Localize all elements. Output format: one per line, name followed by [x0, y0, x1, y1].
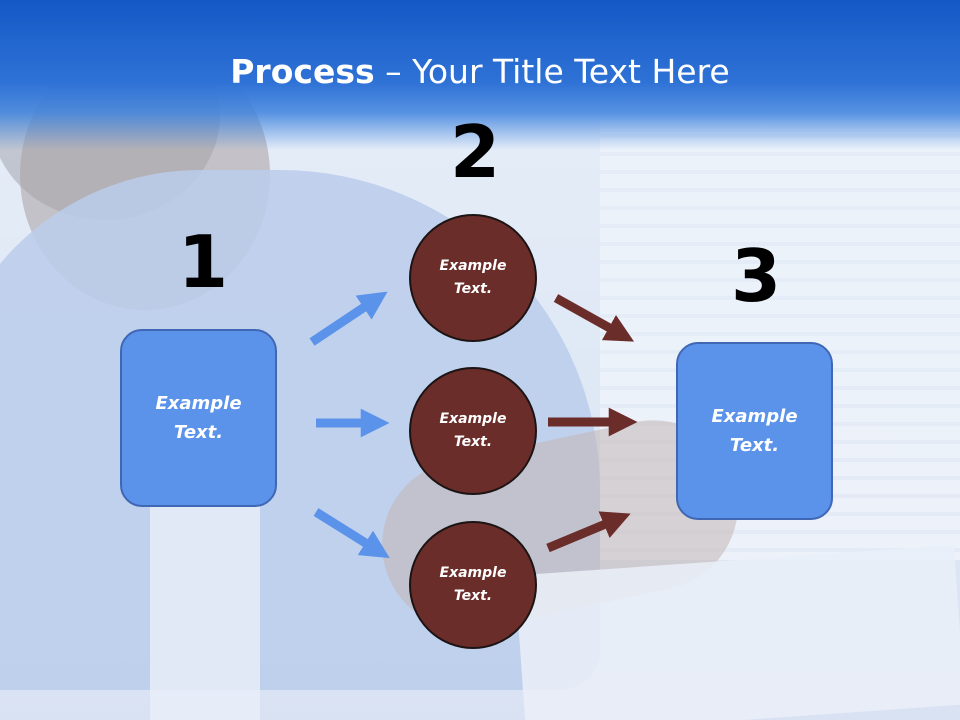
- title-rest: – Your Title Text Here: [374, 52, 730, 91]
- arrow-left-to-bottom-circle: [313, 508, 390, 559]
- title-bold: Process: [230, 52, 375, 91]
- circle-top[interactable]: Example Text.: [409, 214, 537, 342]
- circle-bottom-text: Example Text.: [439, 565, 507, 604]
- left-box[interactable]: Example Text.: [120, 329, 277, 507]
- circle-middle-text: Example Text.: [439, 411, 507, 450]
- circle-bottom[interactable]: Example Text.: [409, 521, 537, 649]
- right-box[interactable]: Example Text.: [676, 342, 833, 520]
- slide-title[interactable]: Process – Your Title Text Here: [0, 52, 960, 91]
- arrow-top-circle-to-right: [553, 294, 635, 342]
- arrow-bottom-circle-to-right: [546, 511, 631, 553]
- circle-middle[interactable]: Example Text.: [409, 367, 537, 495]
- title-bar: [0, 0, 960, 150]
- step-number-1: 1: [178, 220, 229, 304]
- step-number-2: 2: [450, 110, 501, 194]
- right-box-text: Example Text.: [711, 406, 798, 456]
- left-box-text: Example Text.: [155, 393, 242, 443]
- photo-microscope: [150, 470, 260, 720]
- circle-top-text: Example Text.: [439, 258, 507, 297]
- arrow-left-to-top-circle: [309, 291, 388, 346]
- step-number-3: 3: [731, 234, 782, 318]
